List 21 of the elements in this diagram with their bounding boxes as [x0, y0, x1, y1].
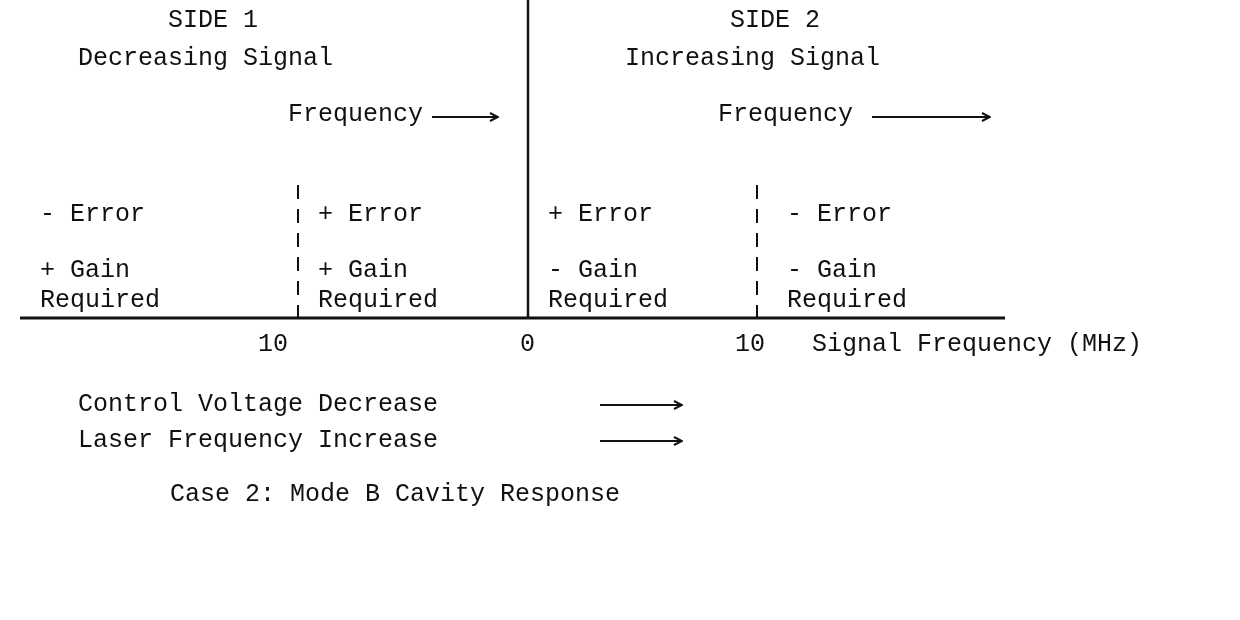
- gain-label: + Gain Required: [40, 256, 162, 316]
- error-label: + Error: [318, 200, 424, 230]
- frequency-label: Frequency: [288, 100, 424, 130]
- error-label: - Error: [40, 200, 146, 230]
- tick-label: 10: [258, 330, 288, 360]
- tick-label: 10: [735, 330, 765, 360]
- tick-label: 0: [520, 330, 535, 360]
- signal-label: Increasing Signal: [625, 44, 881, 74]
- gain-label: - Gain Required: [787, 256, 909, 316]
- axis-note: Laser Frequency Increase: [78, 426, 439, 456]
- error-label: - Error: [787, 200, 893, 230]
- axis-note: Control Voltage Decrease: [78, 390, 439, 420]
- caption: Case 2: Mode B Cavity Response: [170, 480, 621, 510]
- signal-label: Decreasing Signal: [78, 44, 334, 74]
- side-heading: SIDE 1: [168, 6, 258, 36]
- gain-label: + Gain Required: [318, 256, 440, 316]
- axis-title: Signal Frequency (MHz): [812, 330, 1143, 360]
- gain-label: - Gain Required: [548, 256, 670, 316]
- error-label: + Error: [548, 200, 654, 230]
- frequency-label: Frequency: [718, 100, 854, 130]
- side-heading: SIDE 2: [730, 6, 820, 36]
